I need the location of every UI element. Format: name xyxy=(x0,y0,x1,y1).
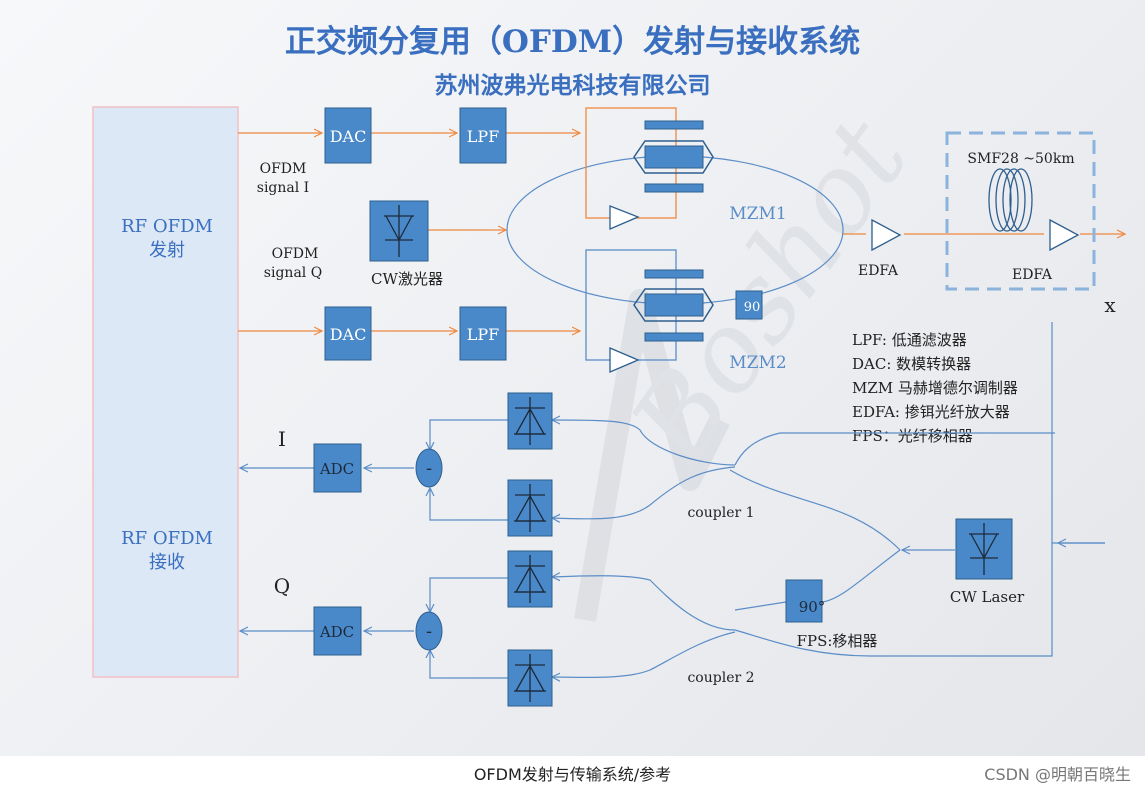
diagram-title: 正交频分复用（OFDM）发射与接收系统 xyxy=(284,24,861,60)
rf-rx-sub: 接收 xyxy=(149,552,185,573)
svg-text:DAC: DAC xyxy=(330,127,367,146)
legend-item: DAC: 数模转换器 xyxy=(852,355,971,373)
svg-text:LPF: LPF xyxy=(467,127,500,146)
svg-text:-: - xyxy=(426,621,432,642)
source-credit: CSDN @明朝百晓生 xyxy=(984,765,1131,784)
photodetector-3-icon xyxy=(507,550,553,608)
fiber-label: SMF28 ~50km xyxy=(967,151,1074,167)
subtractor-q: - xyxy=(415,611,443,651)
mzm2-label: MZM2 xyxy=(729,353,786,373)
coupler1-label: coupler 1 xyxy=(687,505,754,521)
cw-laser-label: CW Laser xyxy=(950,588,1025,606)
legend-item: EDFA: 掺铒光纤放大器 xyxy=(852,403,1010,421)
edfa2-label: EDFA xyxy=(1012,267,1053,283)
ofdm-system-diagram: Boshot RF OFDM 发射 RF OFDM 接收 DAC LPF DAC… xyxy=(92,96,1145,707)
svg-text:ADC: ADC xyxy=(319,623,354,641)
ofdm-i-label: OFDM xyxy=(260,161,307,177)
mzm2-modulator: 90 xyxy=(585,249,763,373)
adc-block-i: ADC xyxy=(313,443,362,493)
svg-text:DAC: DAC xyxy=(330,325,367,344)
svg-text:90°: 90° xyxy=(799,598,826,616)
legend-item: LPF: 低通滤波器 xyxy=(852,331,967,349)
mzm-phase-label: 90 xyxy=(744,300,761,315)
company-subtitle: 苏州波弗光电科技有限公司 xyxy=(434,72,711,99)
edfa1-label: EDFA xyxy=(858,263,899,279)
cw-laser-lo-icon xyxy=(955,518,1013,580)
cw-laser-cn-label: CW激光器 xyxy=(371,270,443,288)
signal-q-label: signal Q xyxy=(264,265,322,281)
legend-item: MZM 马赫增德尔调制器 xyxy=(852,379,1018,397)
i-output-mark: I xyxy=(278,427,286,451)
dac-block-top: DAC xyxy=(324,107,372,164)
dac-block-bottom: DAC xyxy=(324,306,372,361)
rf-rx-label: RF OFDM xyxy=(121,528,213,549)
edfa1-amplifier-icon xyxy=(871,218,902,252)
rf-tx-sub: 发射 xyxy=(149,240,185,261)
photodetector-2-icon xyxy=(507,479,553,537)
abbreviation-legend: LPF: 低通滤波器 DAC: 数模转换器 MZM 马赫增德尔调制器 EDFA:… xyxy=(852,331,1018,445)
x-mark: x xyxy=(1104,293,1116,317)
svg-text:LPF: LPF xyxy=(467,325,500,344)
fps-label: FPS:移相器 xyxy=(797,632,878,650)
lpf-block-bottom: LPF xyxy=(459,306,507,361)
signal-i-label: signal I xyxy=(257,180,309,196)
q-output-mark: Q xyxy=(274,574,290,598)
adc-block-q: ADC xyxy=(313,606,362,656)
image-caption: OFDM发射与传输系统/参考 xyxy=(473,765,672,784)
mzm1-label: MZM1 xyxy=(729,204,786,224)
tx-signal-lines xyxy=(238,133,1125,331)
coupler2-label: coupler 2 xyxy=(687,670,754,686)
edfa2-amplifier-icon xyxy=(1049,218,1080,252)
ofdm-q-label: OFDM xyxy=(272,246,319,262)
photodetector-1-icon xyxy=(507,392,553,450)
svg-text:ADC: ADC xyxy=(319,460,354,478)
photodetector-4-icon xyxy=(507,649,553,707)
fiber-span: SMF28 ~50km EDFA xyxy=(945,131,1096,291)
mzm1-modulator xyxy=(585,107,714,230)
cw-laser-icon xyxy=(369,200,429,262)
subtractor-i: - xyxy=(415,448,443,488)
lpf-block-top: LPF xyxy=(459,107,507,164)
rf-tx-label: RF OFDM xyxy=(121,216,213,237)
rf-ofdm-panel: RF OFDM 发射 RF OFDM 接收 xyxy=(92,106,239,678)
legend-item: FPS：光纤移相器 xyxy=(852,427,973,445)
rx-signal-lines xyxy=(240,322,1105,678)
phase-shifter-90: 90° xyxy=(785,579,826,623)
svg-text:-: - xyxy=(426,458,432,479)
